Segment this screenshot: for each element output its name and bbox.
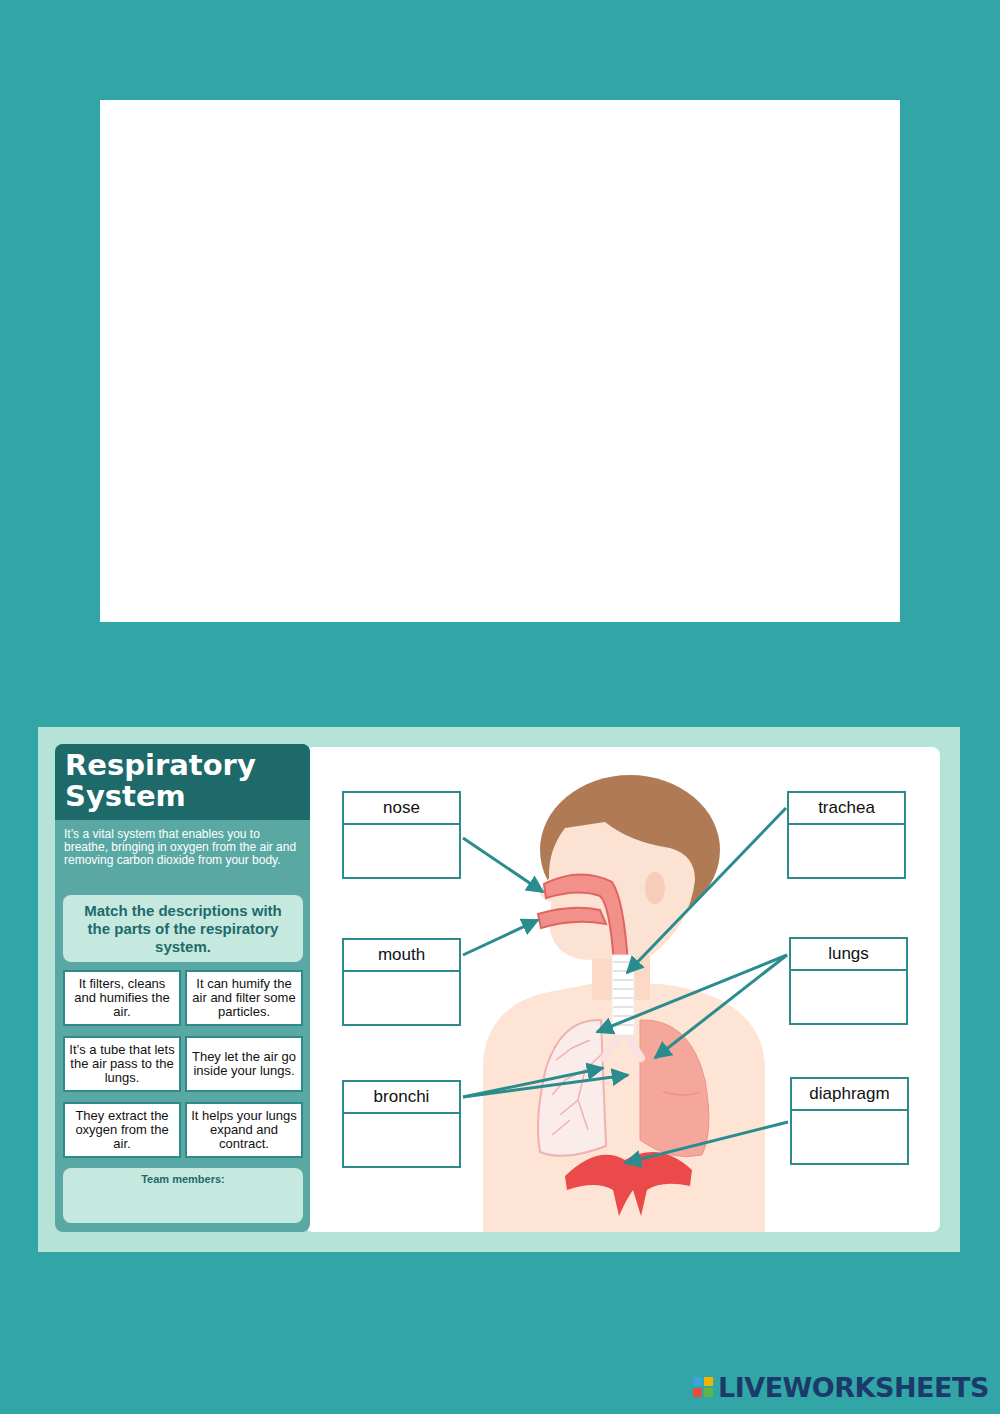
part-name: nose [344, 793, 459, 825]
instruction-box: Match the descriptions with the parts of… [63, 895, 303, 962]
description-card: It can humify the air and filter some pa… [185, 970, 303, 1026]
part-name: mouth [344, 940, 459, 972]
logo-squares [693, 1377, 713, 1397]
description-card: They let the air go inside your lungs. [185, 1036, 303, 1092]
diagram-area [305, 747, 940, 1232]
part-name: trachea [789, 793, 904, 825]
description-card: It helps your lungs expand and contract. [185, 1102, 303, 1158]
part-label-box: diaphragm [790, 1077, 909, 1165]
node-text: It can humify the air and filter some pa… [190, 977, 298, 1019]
part-label-box: mouth [342, 938, 461, 1026]
title-header: Respiratory System [55, 744, 310, 820]
part-name: lungs [791, 939, 906, 971]
part-name: diaphragm [792, 1079, 907, 1111]
left-lung [538, 1020, 606, 1156]
description-card: It’s a tube that lets the air pass to th… [63, 1036, 181, 1092]
node-text: It filters, cleans and humifies the air. [68, 977, 176, 1019]
part-label-box: nose [342, 791, 461, 879]
part-label-box: trachea [787, 791, 906, 879]
node-text: Team members: [63, 1173, 303, 1186]
description-card: It filters, cleans and humifies the air. [63, 970, 181, 1026]
node-text: Match the descriptions with the parts of… [71, 902, 295, 956]
description-card: They extract the oxygen from the air. [63, 1102, 181, 1158]
leader-arrows [463, 808, 788, 1163]
bronchial-tree [552, 1040, 604, 1135]
node-text: It’s a tube that lets the air pass to th… [68, 1043, 176, 1085]
worksheet-panel [38, 727, 960, 1252]
part-label-box: bronchi [342, 1080, 461, 1168]
node-text: They extract the oxygen from the air. [68, 1109, 176, 1151]
watermark: LIVEWORKSHEETS [718, 1372, 989, 1403]
part-name: bronchi [344, 1082, 459, 1114]
blank-panel [100, 100, 900, 622]
node-text: They let the air go inside your lungs. [190, 1050, 298, 1078]
node-text: It helps your lungs expand and contract. [190, 1109, 298, 1151]
mouth-cavity [538, 908, 606, 928]
ear [645, 872, 665, 904]
part-label-box: lungs [789, 937, 908, 1025]
lung-fissure [663, 1092, 700, 1095]
right-lung [640, 1020, 709, 1157]
team-box: Team members: [63, 1168, 303, 1223]
